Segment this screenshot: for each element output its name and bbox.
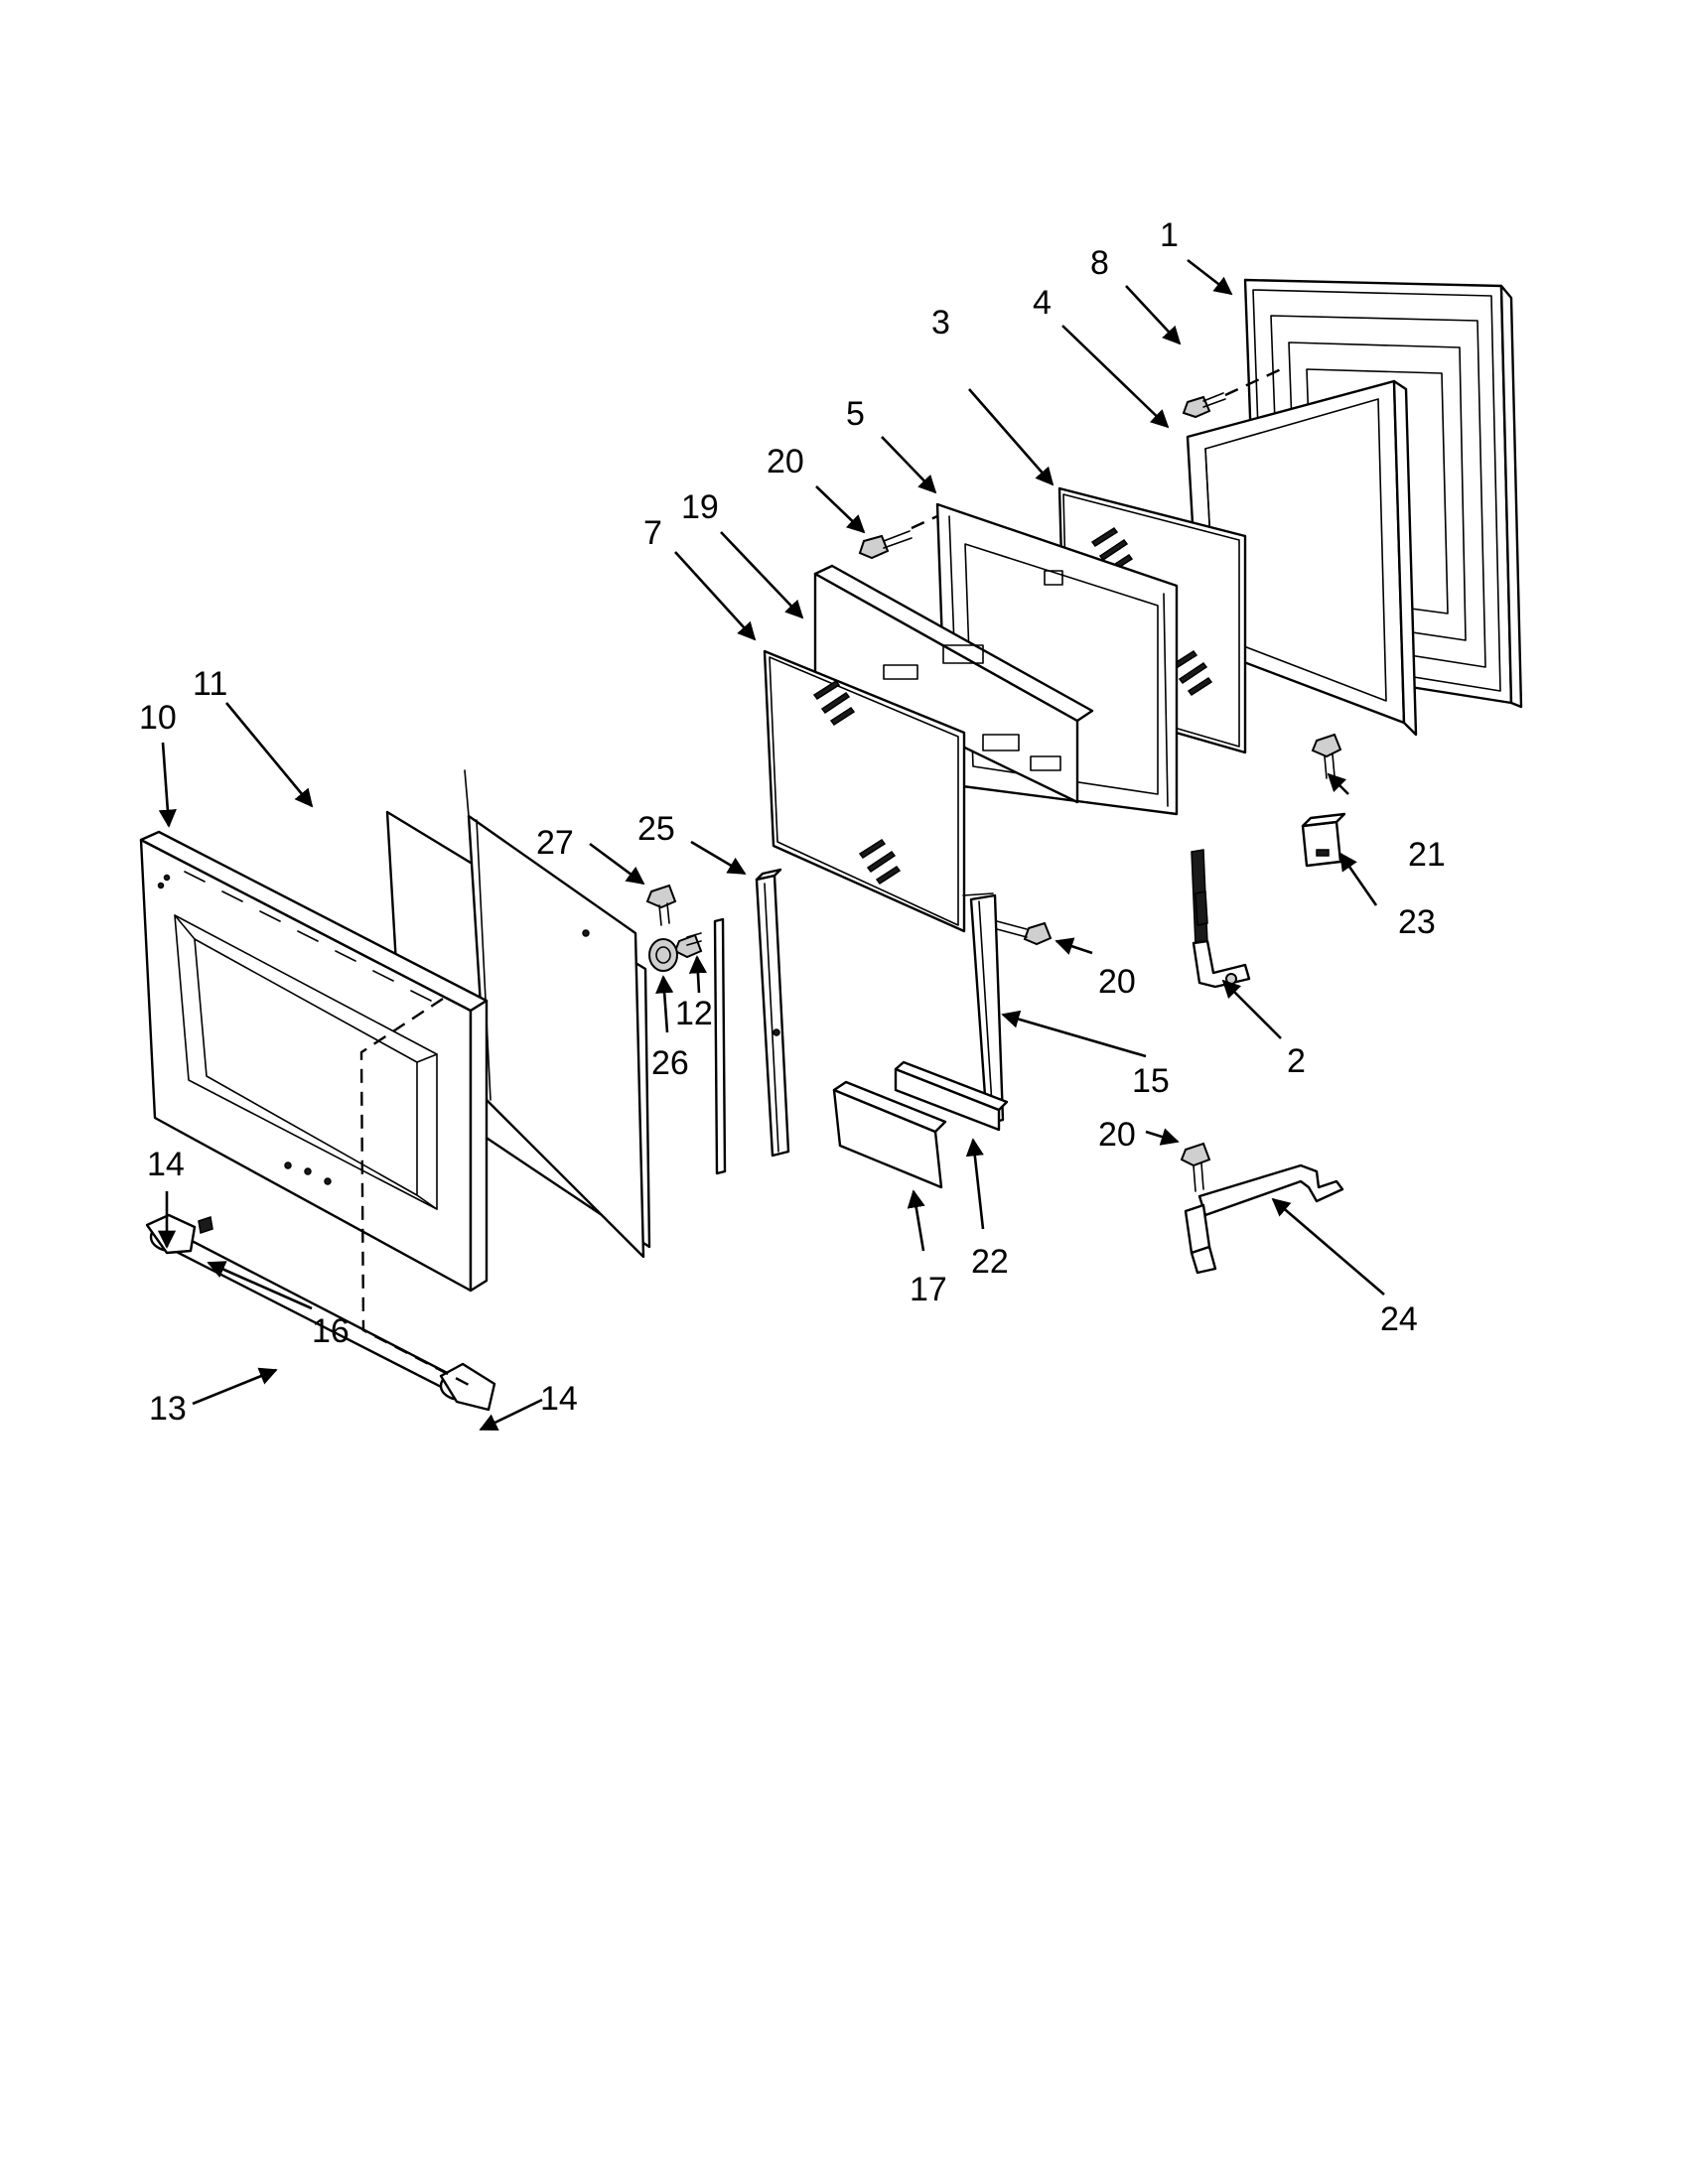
part-19-baffle bbox=[813, 564, 1094, 804]
label-10: 10 bbox=[139, 699, 177, 737]
part-20-screw-middle bbox=[996, 920, 1053, 946]
part-15-long-bracket bbox=[962, 892, 1005, 1126]
label-1: 1 bbox=[1160, 216, 1179, 254]
label-8: 8 bbox=[1090, 244, 1109, 282]
label-27: 27 bbox=[536, 824, 574, 862]
label-26: 26 bbox=[651, 1044, 689, 1082]
part-12-screw bbox=[673, 932, 703, 959]
part-24-support-bracket bbox=[1184, 1163, 1344, 1275]
part-2-hinge bbox=[1191, 849, 1251, 989]
label-25: 25 bbox=[637, 810, 675, 848]
part-23-clip bbox=[1301, 812, 1346, 868]
label-19: 19 bbox=[681, 488, 719, 526]
label-20-middle: 20 bbox=[1098, 963, 1136, 1001]
part-8-screw bbox=[1182, 367, 1282, 419]
label-3: 3 bbox=[931, 304, 950, 341]
label-20-bottom: 20 bbox=[1098, 1116, 1136, 1154]
part-25-vertical-strip bbox=[755, 868, 790, 1158]
callout-labels: 1 2 3 4 5 7 8 10 11 12 13 14 14 15 16 17… bbox=[139, 216, 1446, 1428]
part-16-spring bbox=[198, 1216, 213, 1234]
part-26-bushing bbox=[648, 938, 678, 972]
gasket-strip bbox=[713, 917, 727, 1175]
assembly-dashed-line bbox=[359, 997, 472, 1388]
label-7: 7 bbox=[643, 514, 662, 552]
part-21-screw bbox=[1311, 733, 1342, 779]
label-21: 21 bbox=[1408, 836, 1446, 874]
label-5: 5 bbox=[846, 395, 865, 433]
part-17-channel-bracket bbox=[832, 1080, 947, 1189]
label-16: 16 bbox=[312, 1312, 350, 1350]
label-24: 24 bbox=[1380, 1300, 1418, 1338]
label-4: 4 bbox=[1033, 284, 1052, 322]
label-23: 23 bbox=[1398, 903, 1436, 941]
part-20-screw-top bbox=[858, 514, 938, 560]
part-7-glass-panel bbox=[763, 649, 966, 933]
label-17: 17 bbox=[910, 1271, 947, 1308]
part-27-screw bbox=[645, 884, 677, 926]
leader-lines bbox=[157, 258, 1385, 1432]
label-14-right: 14 bbox=[540, 1380, 578, 1418]
part-20-screw-bottom bbox=[1180, 1142, 1211, 1192]
part-14-end-cap-left bbox=[145, 1213, 197, 1255]
label-11: 11 bbox=[193, 665, 227, 703]
label-22: 22 bbox=[971, 1243, 1009, 1281]
label-2: 2 bbox=[1287, 1042, 1306, 1080]
label-13: 13 bbox=[149, 1390, 187, 1428]
part-22-channel bbox=[894, 1060, 1009, 1132]
label-20-top: 20 bbox=[767, 443, 804, 480]
part-10-door-front bbox=[139, 830, 489, 1293]
part-14-end-cap-right bbox=[439, 1362, 496, 1412]
label-15: 15 bbox=[1132, 1062, 1170, 1100]
label-14-left: 14 bbox=[147, 1146, 185, 1183]
label-12: 12 bbox=[675, 995, 713, 1032]
